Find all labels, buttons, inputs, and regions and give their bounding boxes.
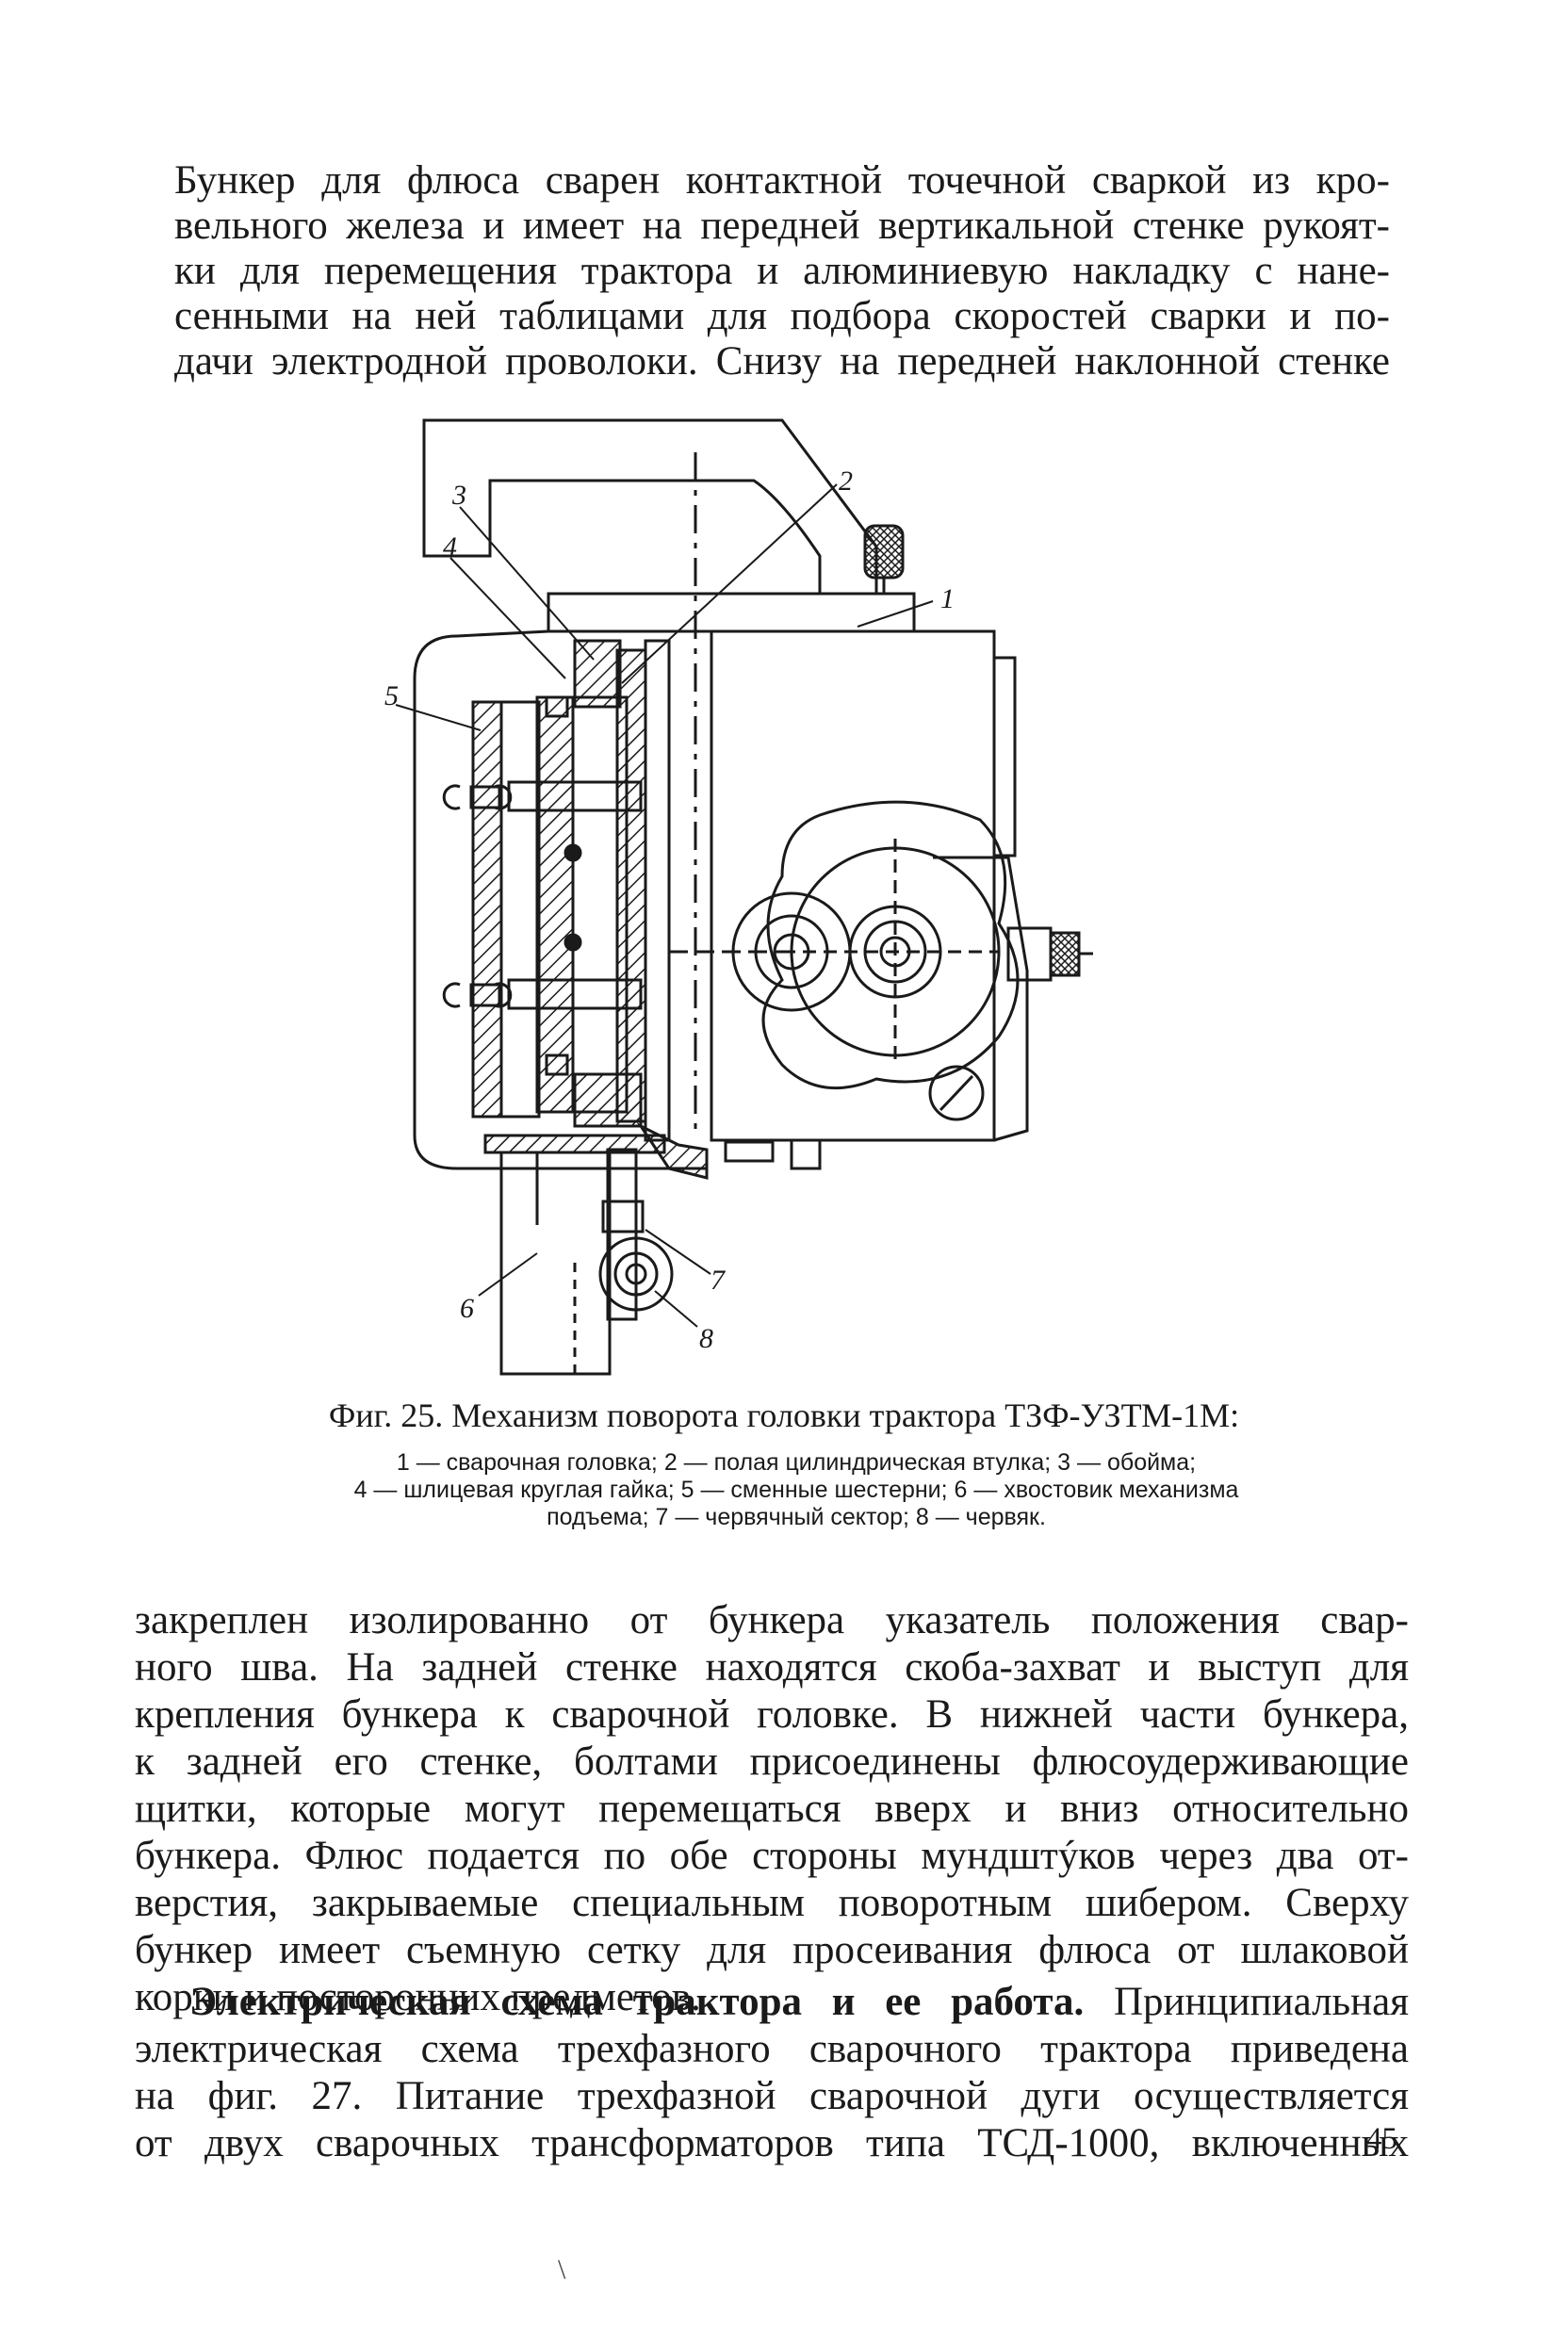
text-line: ного шва. На задней стенке находятся ско…	[135, 1645, 1409, 1690]
text-line: к задней его стенке, болтами присоединен…	[135, 1740, 1409, 1784]
paragraph-top: Бункер для флюса сварен контактной точеч…	[174, 158, 1390, 384]
text-line: бункер имеет съемную сетку для просеиван…	[135, 1928, 1409, 1972]
lift-shank	[499, 1151, 612, 1376]
text-line: сенными на ней таблицами для подбора ско…	[174, 294, 1390, 338]
callout-3: 3	[451, 480, 466, 511]
callout-6: 6	[460, 1293, 474, 1324]
text-line: крепления бункера к сварочной головке. В…	[135, 1692, 1409, 1737]
worm	[598, 1236, 674, 1312]
text-line: бункера. Флюс подается по обе стороны му…	[135, 1834, 1409, 1878]
section-first-line: Электрическая схема трактора и ее работа…	[135, 1979, 1409, 2026]
figure-caption: Фиг. 25. Механизм поворота головки тракт…	[328, 1396, 1240, 1434]
section-first-line-rest: Принципиальная	[1113, 1980, 1410, 2024]
paragraph-middle: закреплен изолированно от бункера указат…	[135, 1597, 1409, 2021]
welding-head-housing	[710, 629, 996, 1142]
text-line: закреплен изолированно от бункера указат…	[135, 1598, 1409, 1642]
page-number: 45	[1366, 2122, 1397, 2156]
text-line: электрическая схема трехфазного сварочно…	[135, 2027, 1409, 2071]
legend-line: подъема; 7 — червячный сектор; 8 — червя…	[547, 1504, 1046, 1530]
section-heading: Электрическая схема трактора и ее работа…	[189, 1980, 1085, 2024]
worm-sector	[606, 1148, 638, 1321]
rotation-knob	[761, 800, 1020, 1090]
callout-2: 2	[839, 466, 853, 497]
callout-4: 4	[443, 531, 457, 563]
mechanism-drawing: 1 2 3 4 5 6 7 8	[254, 415, 1291, 1390]
text-line: верстия, закрываемые специальным поворот…	[135, 1881, 1409, 1925]
knurled-knob	[863, 524, 905, 580]
callout-5: 5	[384, 680, 399, 711]
figure-legend: 1 — сварочная головка; 2 — полая цилиндр…	[221, 1449, 1371, 1531]
text-line: ки для перемещения трактора и алюминиеву…	[174, 249, 1390, 293]
top-bracket	[422, 418, 878, 596]
text-line: от двух сварочных трансформаторов типа Т…	[135, 2121, 1409, 2165]
text-line: на фиг. 27. Питание трехфазной сварочной…	[135, 2074, 1409, 2118]
text-line: вельного железа и имеет на передней верт…	[174, 204, 1390, 248]
bottom-mark: \	[558, 2254, 566, 2285]
callout-1: 1	[940, 583, 955, 614]
paragraph-section: Электрическая схема трактора и ее работа…	[135, 1979, 1409, 2167]
text-line: корки и посторонних предметов.	[135, 1975, 701, 2019]
text-line: Бункер для флюса сварен контактной точеч…	[174, 158, 1390, 203]
legend-line: 4 — шлицевая круглая гайка; 5 — сменные …	[353, 1477, 1239, 1503]
text-line: дачи электродной проволоки. Снизу на пер…	[174, 339, 1390, 384]
callout-8: 8	[699, 1323, 713, 1354]
legend-line: 1 — сварочная головка; 2 — полая цилиндр…	[396, 1449, 1197, 1476]
callout-7: 7	[710, 1265, 727, 1296]
text-line: щитки, которые могут перемещаться вверх …	[135, 1787, 1409, 1831]
change-gears	[471, 700, 503, 1119]
left-frame	[413, 634, 707, 1170]
